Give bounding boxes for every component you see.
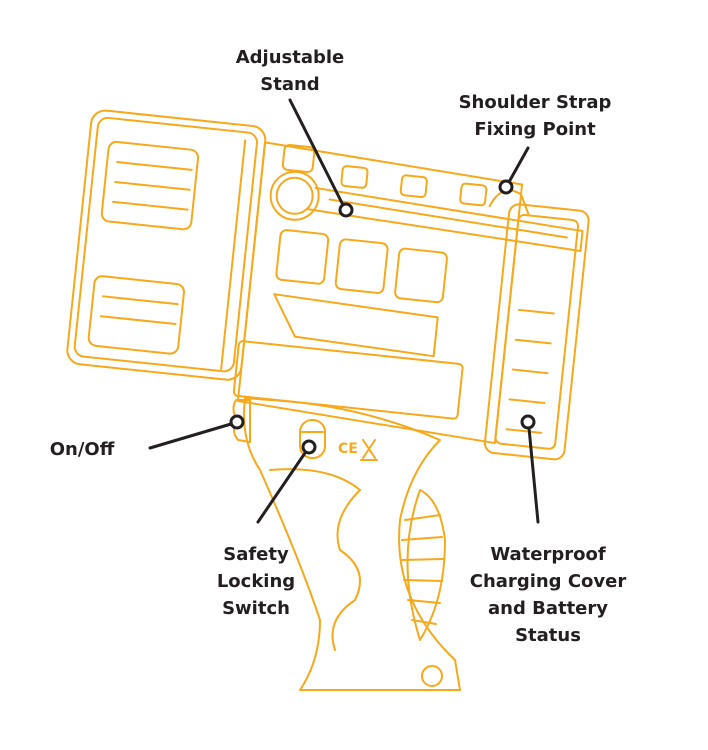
spotlight-body [66, 109, 590, 461]
label-on-off: On/Off [49, 439, 115, 460]
grip-texture [406, 489, 446, 641]
adjustable-stand [269, 170, 584, 252]
leader-lines [148, 98, 540, 524]
safety-switch [299, 419, 326, 459]
lanyard-hole [421, 665, 443, 687]
label-adjustable-stand: Adjustable Stand [235, 47, 345, 95]
label-safety-switch: Safety Locking Switch [216, 544, 296, 619]
main-housing [232, 141, 524, 445]
label-shoulder-strap: Shoulder Strap Fixing Point [458, 92, 612, 140]
ce-mark: CE [338, 441, 358, 457]
lens-head [66, 109, 267, 381]
label-charging-cover: Waterproof Charging Cover and Battery St… [469, 544, 627, 646]
charging-cover [483, 203, 590, 461]
